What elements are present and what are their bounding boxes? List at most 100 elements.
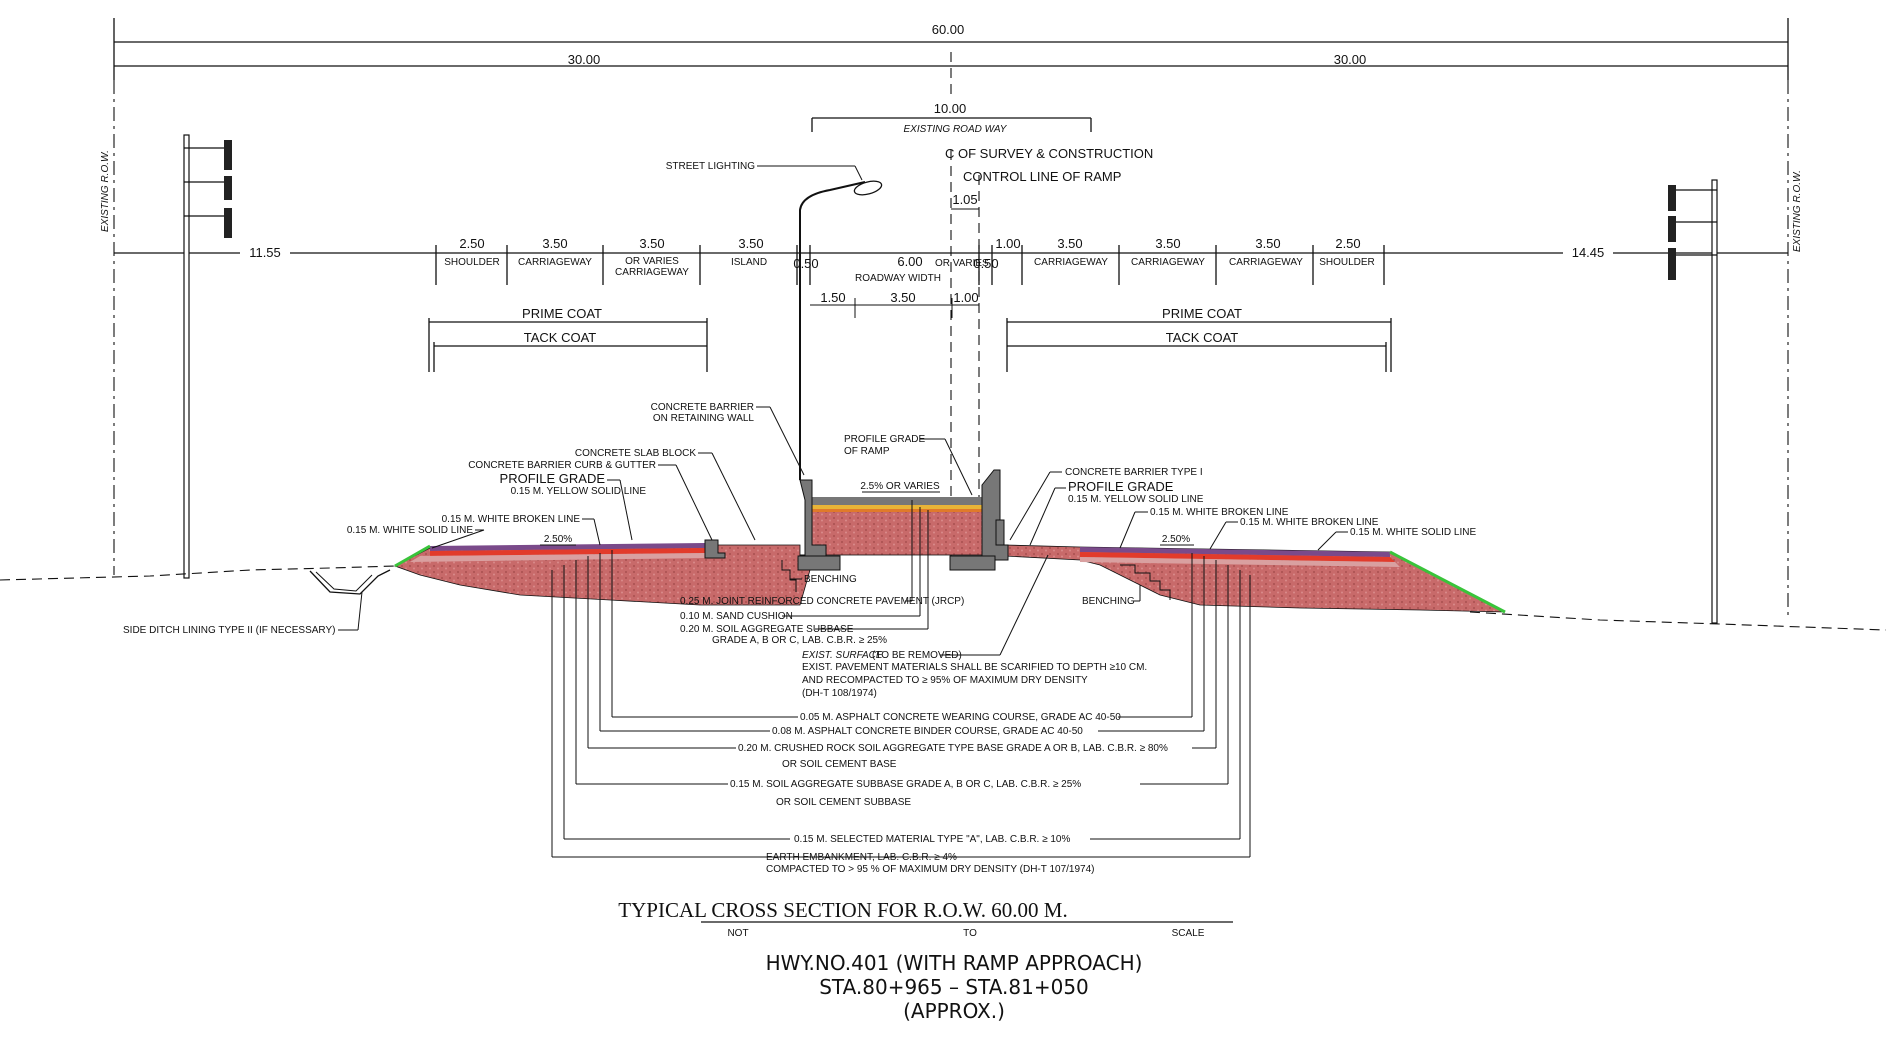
concrete-barriers: [704, 180, 1009, 571]
label-carriage-l1: CARRIAGEWAY: [518, 257, 592, 268]
label-shoulder-l: SHOULDER: [444, 257, 500, 268]
slope-left: 2.50%: [544, 534, 572, 545]
benching-right: BENCHING: [1082, 596, 1135, 607]
barrier-type-1: [981, 469, 1009, 561]
dim-shoulder-l: 2.50: [459, 236, 484, 251]
pavement-layers-left: [394, 543, 705, 568]
dim-shoulder-r: 2.50: [1335, 236, 1360, 251]
dim-carriage-l1: 3.50: [542, 236, 567, 251]
barrier-right-small: [995, 519, 1005, 546]
embankment-1: EARTH EMBANKMENT, LAB. C.B.R. ≥ 4%: [766, 852, 957, 863]
label-island: ISLAND: [731, 257, 767, 268]
dim-left-half: 30.00: [568, 52, 601, 67]
yellow-solid-left: 0.15 M. YELLOW SOLID LINE: [511, 486, 647, 497]
prime-tack-coat: PRIME COAT TACK COAT PRIME COAT TACK COA…: [428, 306, 1392, 372]
ramp-slope-label: 2.5% OR VARIES: [860, 481, 940, 492]
tack-coat-left: TACK COAT: [524, 330, 597, 345]
embankment-2: COMPACTED TO > 95 % OF MAXIMUM DRY DENSI…: [766, 864, 1095, 875]
dim-island: 3.50: [738, 236, 763, 251]
exist-surface-1b: (TO BE REMOVED): [872, 650, 962, 661]
concrete-barrier-wall-2: ON RETAINING WALL: [653, 413, 755, 424]
concrete-slab-block-label: CONCRETE SLAB BLOCK: [575, 448, 696, 459]
existing-roadway-label: EXISTING ROAD WAY: [904, 124, 1008, 135]
centerline-labels: C OF SURVEY & CONSTRUCTION CONTROL LINE …: [945, 146, 1153, 560]
utility-pole-left-icon: [183, 134, 232, 579]
right-footing: [949, 555, 996, 571]
dim-total: 60.00: [932, 22, 965, 37]
exist-surface-3: AND RECOMPACTED TO ≥ 95% OF MAXIMUM DRY …: [802, 675, 1088, 686]
cl-symbol: C: [945, 146, 954, 161]
dim-carriage-r3: 3.50: [1255, 236, 1280, 251]
sta-subtitle: STA.80+965 – STA.81+050: [819, 975, 1089, 999]
ramp-block: [807, 504, 984, 556]
dim-ramp-width: 6.00: [897, 254, 922, 269]
label-carriage-r3: CARRIAGEWAY: [1229, 257, 1303, 268]
not-label: NOT: [727, 928, 748, 939]
white-solid-right: 0.15 M. WHITE SOLID LINE: [1350, 527, 1476, 538]
side-ditch-label: SIDE DITCH LINING TYPE II (IF NECESSARY): [123, 625, 335, 636]
dim-cl-offset: 1.05: [952, 192, 977, 207]
dim-gap-r: 0.50: [973, 256, 998, 271]
crushed-rock-1: 0.20 M. CRUSHED ROCK SOIL AGGREGATE TYPE…: [738, 743, 1168, 754]
dim-ramp-b: 3.50: [890, 290, 915, 305]
label-carriage-r1: CARRIAGEWAY: [1034, 257, 1108, 268]
existing-ground: [0, 565, 1886, 631]
ramp-pavement: [810, 497, 982, 512]
to-label: TO: [963, 928, 977, 939]
slope-right: 2.50%: [1162, 534, 1190, 545]
street-light-lamp-icon: [853, 180, 883, 196]
wearing-course-label: 0.05 M. ASPHALT CONCRETE WEARING COURSE,…: [800, 712, 1121, 723]
street-light-pole-icon: [799, 181, 866, 480]
barrier-curb-label: CONCRETE BARRIER CURB & GUTTER: [468, 460, 656, 471]
material-leaders: [551, 550, 1251, 858]
row-lines: EXISTING R.O.W. EXISTING R.O.W.: [100, 80, 1803, 620]
existing-row-label-left: EXISTING R.O.W.: [100, 150, 111, 232]
dim-left-row-offset: 11.55: [249, 245, 281, 260]
right-callouts: CONCRETE BARRIER TYPE I PROFILE GRADE 0.…: [1009, 467, 1476, 607]
title-block: TYPICAL CROSS SECTION FOR R.O.W. 60.00 M…: [618, 898, 1233, 1023]
drawing-title: TYPICAL CROSS SECTION FOR R.O.W. 60.00 M…: [618, 898, 1067, 922]
exist-surface-4: (DH-T 108/1974): [802, 688, 877, 699]
subbase-1: 0.15 M. SOIL AGGREGATE SUBBASE GRADE A, …: [730, 779, 1081, 790]
sand-cushion-label: 0.10 M. SAND CUSHION: [680, 611, 793, 622]
dim-right-half: 30.00: [1334, 52, 1367, 67]
label-roadway-width: ROADWAY WIDTH: [855, 273, 941, 284]
hwy-subtitle: HWY.NO.401 (WITH RAMP APPROACH): [766, 951, 1143, 975]
dim-gap-r2: 1.00: [995, 236, 1020, 251]
soil-subbase-1: 0.20 M. SOIL AGGREGATE SUBBASE: [680, 624, 854, 635]
label-shoulder-r: SHOULDER: [1319, 257, 1375, 268]
pavement-layers-right: [1080, 547, 1506, 614]
label-carriage-l2: CARRIAGEWAY: [615, 267, 689, 278]
concrete-barrier-wall-1: CONCRETE BARRIER: [651, 402, 754, 413]
profile-grade-right: PROFILE GRADE: [1068, 479, 1174, 494]
dim-existing-roadway: 10.00: [934, 101, 967, 116]
scale-label: SCALE: [1172, 928, 1205, 939]
selected-material-label: 0.15 M. SELECTED MATERIAL TYPE "A", LAB.…: [794, 834, 1070, 845]
street-lighting-label: STREET LIGHTING: [666, 161, 755, 172]
dim-ramp-c: 1.00: [953, 290, 978, 305]
dim-carriage-r2: 3.50: [1155, 236, 1180, 251]
dim-carriage-l2: 3.50: [639, 236, 664, 251]
barrier-curb-left: [704, 539, 726, 559]
dim-gap-l: 0.50: [793, 256, 818, 271]
overall-dimensions: 60.00 30.00 30.00: [113, 18, 1789, 100]
barrier-type-1-label: CONCRETE BARRIER TYPE I: [1065, 467, 1203, 478]
utility-pole-right-icon: [1668, 179, 1718, 624]
jrcp-label: 0.25 M. JOINT REINFORCED CONCRETE PAVEME…: [680, 596, 964, 607]
approx-subtitle: (APPROX.): [903, 999, 1005, 1023]
dim-ramp-width-note: OR VARIES: [935, 258, 989, 269]
lane-dimensions: 11.55 14.45 2.50 SHOULDER 3.50 CARRIAGEW…: [114, 236, 1788, 318]
white-broken-right-1: 0.15 M. WHITE BROKEN LINE: [1150, 507, 1289, 518]
existing-roadway-dimension: 10.00 EXISTING ROAD WAY: [811, 101, 1092, 135]
white-broken-left: 0.15 M. WHITE BROKEN LINE: [442, 514, 581, 525]
soil-subbase-2: GRADE A, B OR C, LAB. C.B.R. ≥ 25%: [712, 635, 887, 646]
existing-row-label-right: EXISTING R.O.W.: [1792, 170, 1803, 252]
left-callouts: STREET LIGHTING CONCRETE BARRIER ON RETA…: [123, 161, 863, 636]
control-line-label: CONTROL LINE OF RAMP: [963, 169, 1121, 184]
binder-course-label: 0.08 M. ASPHALT CONCRETE BINDER COURSE, …: [772, 726, 1083, 737]
crushed-rock-2: OR SOIL CEMENT BASE: [782, 759, 897, 770]
label-carriage-r2: CARRIAGEWAY: [1131, 257, 1205, 268]
prime-coat-left: PRIME COAT: [522, 306, 602, 321]
prime-coat-right: PRIME COAT: [1162, 306, 1242, 321]
dim-carriage-r1: 3.50: [1057, 236, 1082, 251]
